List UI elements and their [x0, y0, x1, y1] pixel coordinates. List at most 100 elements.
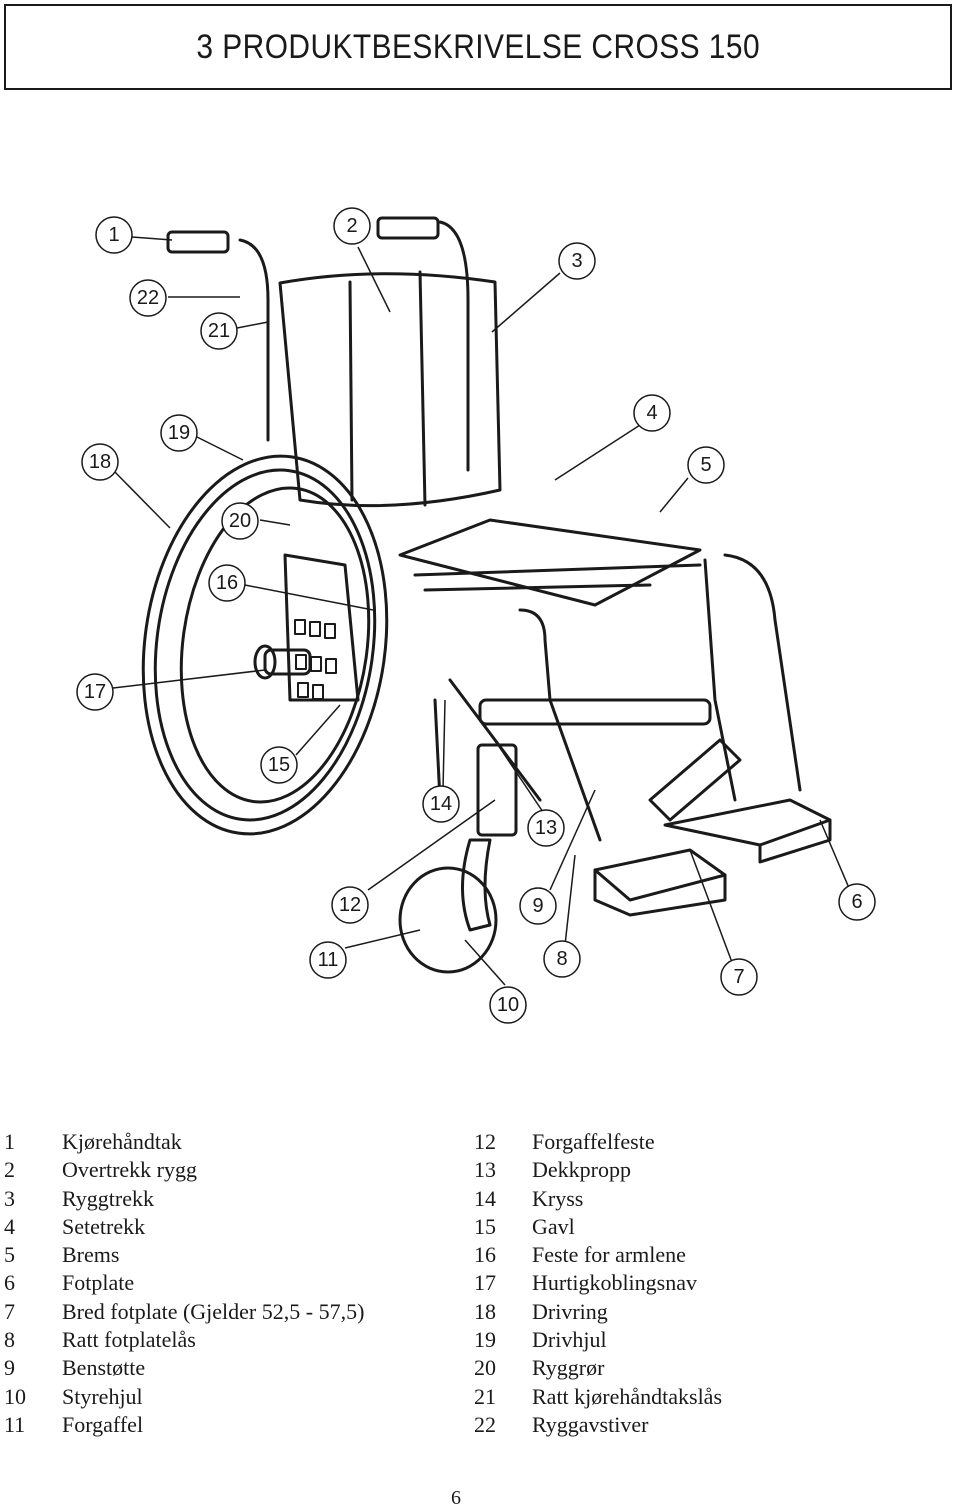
- legend-item: 14 Kryss: [474, 1185, 722, 1213]
- front-fork: [461, 838, 492, 932]
- callout-11: 11: [318, 949, 339, 971]
- legend-label: Overtrekk rygg: [62, 1157, 198, 1183]
- page-title: 3 PRODUKTBESKRIVELSE CROSS 150: [196, 27, 760, 66]
- legend-num: 11: [4, 1411, 26, 1437]
- crossbrace: [433, 678, 542, 802]
- caster-mount: [476, 743, 518, 837]
- legend-label: Ryggavstiver: [532, 1411, 649, 1437]
- legend-item: 15 Gavl: [474, 1213, 722, 1241]
- legend-label: Ratt fotplatelås: [62, 1327, 196, 1353]
- legend-num: 1: [4, 1129, 15, 1154]
- legend-left: 1 Kjørehåndtak 2 Overtrekk rygg 3 Ryggtrekk…: [4, 1128, 364, 1439]
- legend-label: Kryss: [532, 1185, 584, 1211]
- legend-label: Gavl: [532, 1213, 575, 1239]
- callout-5: 5: [700, 454, 711, 476]
- legend-item: 10 Styrehjul: [4, 1383, 364, 1411]
- legend-label: Feste for armlene: [532, 1242, 686, 1268]
- legend-num: 17: [474, 1270, 496, 1296]
- legend-num: 16: [474, 1242, 496, 1268]
- legend-label: Brems: [62, 1242, 120, 1268]
- legend-item: 3 Ryggtrekk: [4, 1185, 364, 1213]
- legend-num: 12: [474, 1129, 496, 1154]
- legend-item: 8 Ratt fotplatelås: [4, 1326, 364, 1354]
- callout-14: 14: [430, 793, 452, 815]
- side-plate: [283, 553, 360, 702]
- legend-num: 5: [4, 1242, 15, 1268]
- callout-15: 15: [268, 754, 290, 776]
- callout-13: 13: [535, 817, 557, 839]
- legend-num: 10: [4, 1383, 26, 1409]
- legend-label: Setetrekk: [62, 1213, 146, 1239]
- quick-release-hub: [253, 644, 312, 680]
- legend-num: 3: [4, 1185, 15, 1211]
- legend-item: 5 Brems: [4, 1241, 364, 1269]
- callout-3: 3: [571, 250, 582, 272]
- callout-9: 9: [532, 895, 543, 917]
- legend-item: 22 Ryggavstiver: [474, 1411, 722, 1439]
- callout-10: 10: [497, 994, 519, 1016]
- legend-label: Bred fotplate (Gjelder 52,5 - 57,5): [62, 1298, 365, 1324]
- callout-4: 4: [646, 402, 657, 424]
- footplate-wide: [663, 798, 832, 847]
- callout-8: 8: [556, 948, 567, 970]
- callout-12: 12: [339, 894, 361, 916]
- front-frame-right: [703, 558, 737, 802]
- page-number: 6: [451, 1487, 461, 1509]
- legrest: [648, 738, 742, 822]
- legend-label: Styrehjul: [62, 1383, 143, 1409]
- legend-label: Forgaffelfeste: [532, 1129, 655, 1154]
- legend-num: 15: [474, 1213, 496, 1239]
- legend-item: 2 Overtrekk rygg: [4, 1156, 364, 1184]
- legend-label: Hurtigkoblingsnav: [532, 1270, 697, 1296]
- legend-label: Ratt kjørehåndtakslås: [532, 1383, 723, 1409]
- legend-label: Forgaffel: [62, 1411, 144, 1437]
- legend-num: 19: [474, 1327, 496, 1353]
- legend-label: Kjørehåndtak: [62, 1129, 182, 1154]
- front-frame-right-outer: [723, 553, 802, 792]
- wheelchair-diagram: 1 2 3 4 5 6 7 8 9 10 11 12 13 14 15 16 1…: [76, 207, 876, 1024]
- legend-num: 21: [474, 1383, 496, 1409]
- caster-wheel: [398, 866, 498, 974]
- title-box: 3 PRODUKTBESKRIVELSE CROSS 150: [4, 4, 952, 90]
- drive-wheel: [141, 454, 389, 836]
- legend-item: 16 Feste for armlene: [474, 1241, 722, 1269]
- callout-16: 16: [216, 572, 238, 594]
- legend-item: 11 Forgaffel: [4, 1411, 364, 1439]
- legend-num: 2: [4, 1157, 15, 1183]
- front-frame-left: [518, 608, 602, 842]
- legend-item: 17 Hurtigkoblingsnav: [474, 1269, 722, 1297]
- legend-label: Ryggrør: [532, 1355, 605, 1381]
- callout-7: 7: [733, 966, 744, 988]
- legend-label: Drivring: [532, 1298, 608, 1324]
- legend-num: 14: [474, 1185, 496, 1211]
- callout-22: 22: [137, 287, 159, 309]
- legend-num: 22: [474, 1411, 496, 1437]
- legend-item: 12 Forgaffelfeste: [474, 1128, 722, 1156]
- callout-18: 18: [89, 451, 111, 473]
- backrest: [278, 272, 502, 508]
- push-handle-left: [166, 230, 230, 254]
- legend-num: 8: [4, 1327, 15, 1353]
- seat: [398, 518, 702, 607]
- callout-2: 2: [346, 215, 357, 237]
- legend-item: 21 Ratt kjørehåndtakslås: [474, 1383, 722, 1411]
- legend-label: Benstøtte: [62, 1355, 146, 1381]
- legend-item: 1 Kjørehåndtak: [4, 1128, 364, 1156]
- callout-6: 6: [851, 891, 862, 913]
- callout-21: 21: [208, 320, 230, 342]
- legend-label: Dekkpropp: [532, 1157, 631, 1183]
- legend-label: Ryggtrekk: [62, 1185, 154, 1211]
- callout-20: 20: [229, 510, 251, 532]
- push-handle-right: [376, 216, 440, 240]
- callout-19: 19: [168, 422, 190, 444]
- legend-label: Fotplate: [62, 1270, 135, 1296]
- legend-num: 18: [474, 1298, 496, 1324]
- legend-item: 18 Drivring: [474, 1298, 722, 1326]
- back-post-right: [438, 220, 470, 472]
